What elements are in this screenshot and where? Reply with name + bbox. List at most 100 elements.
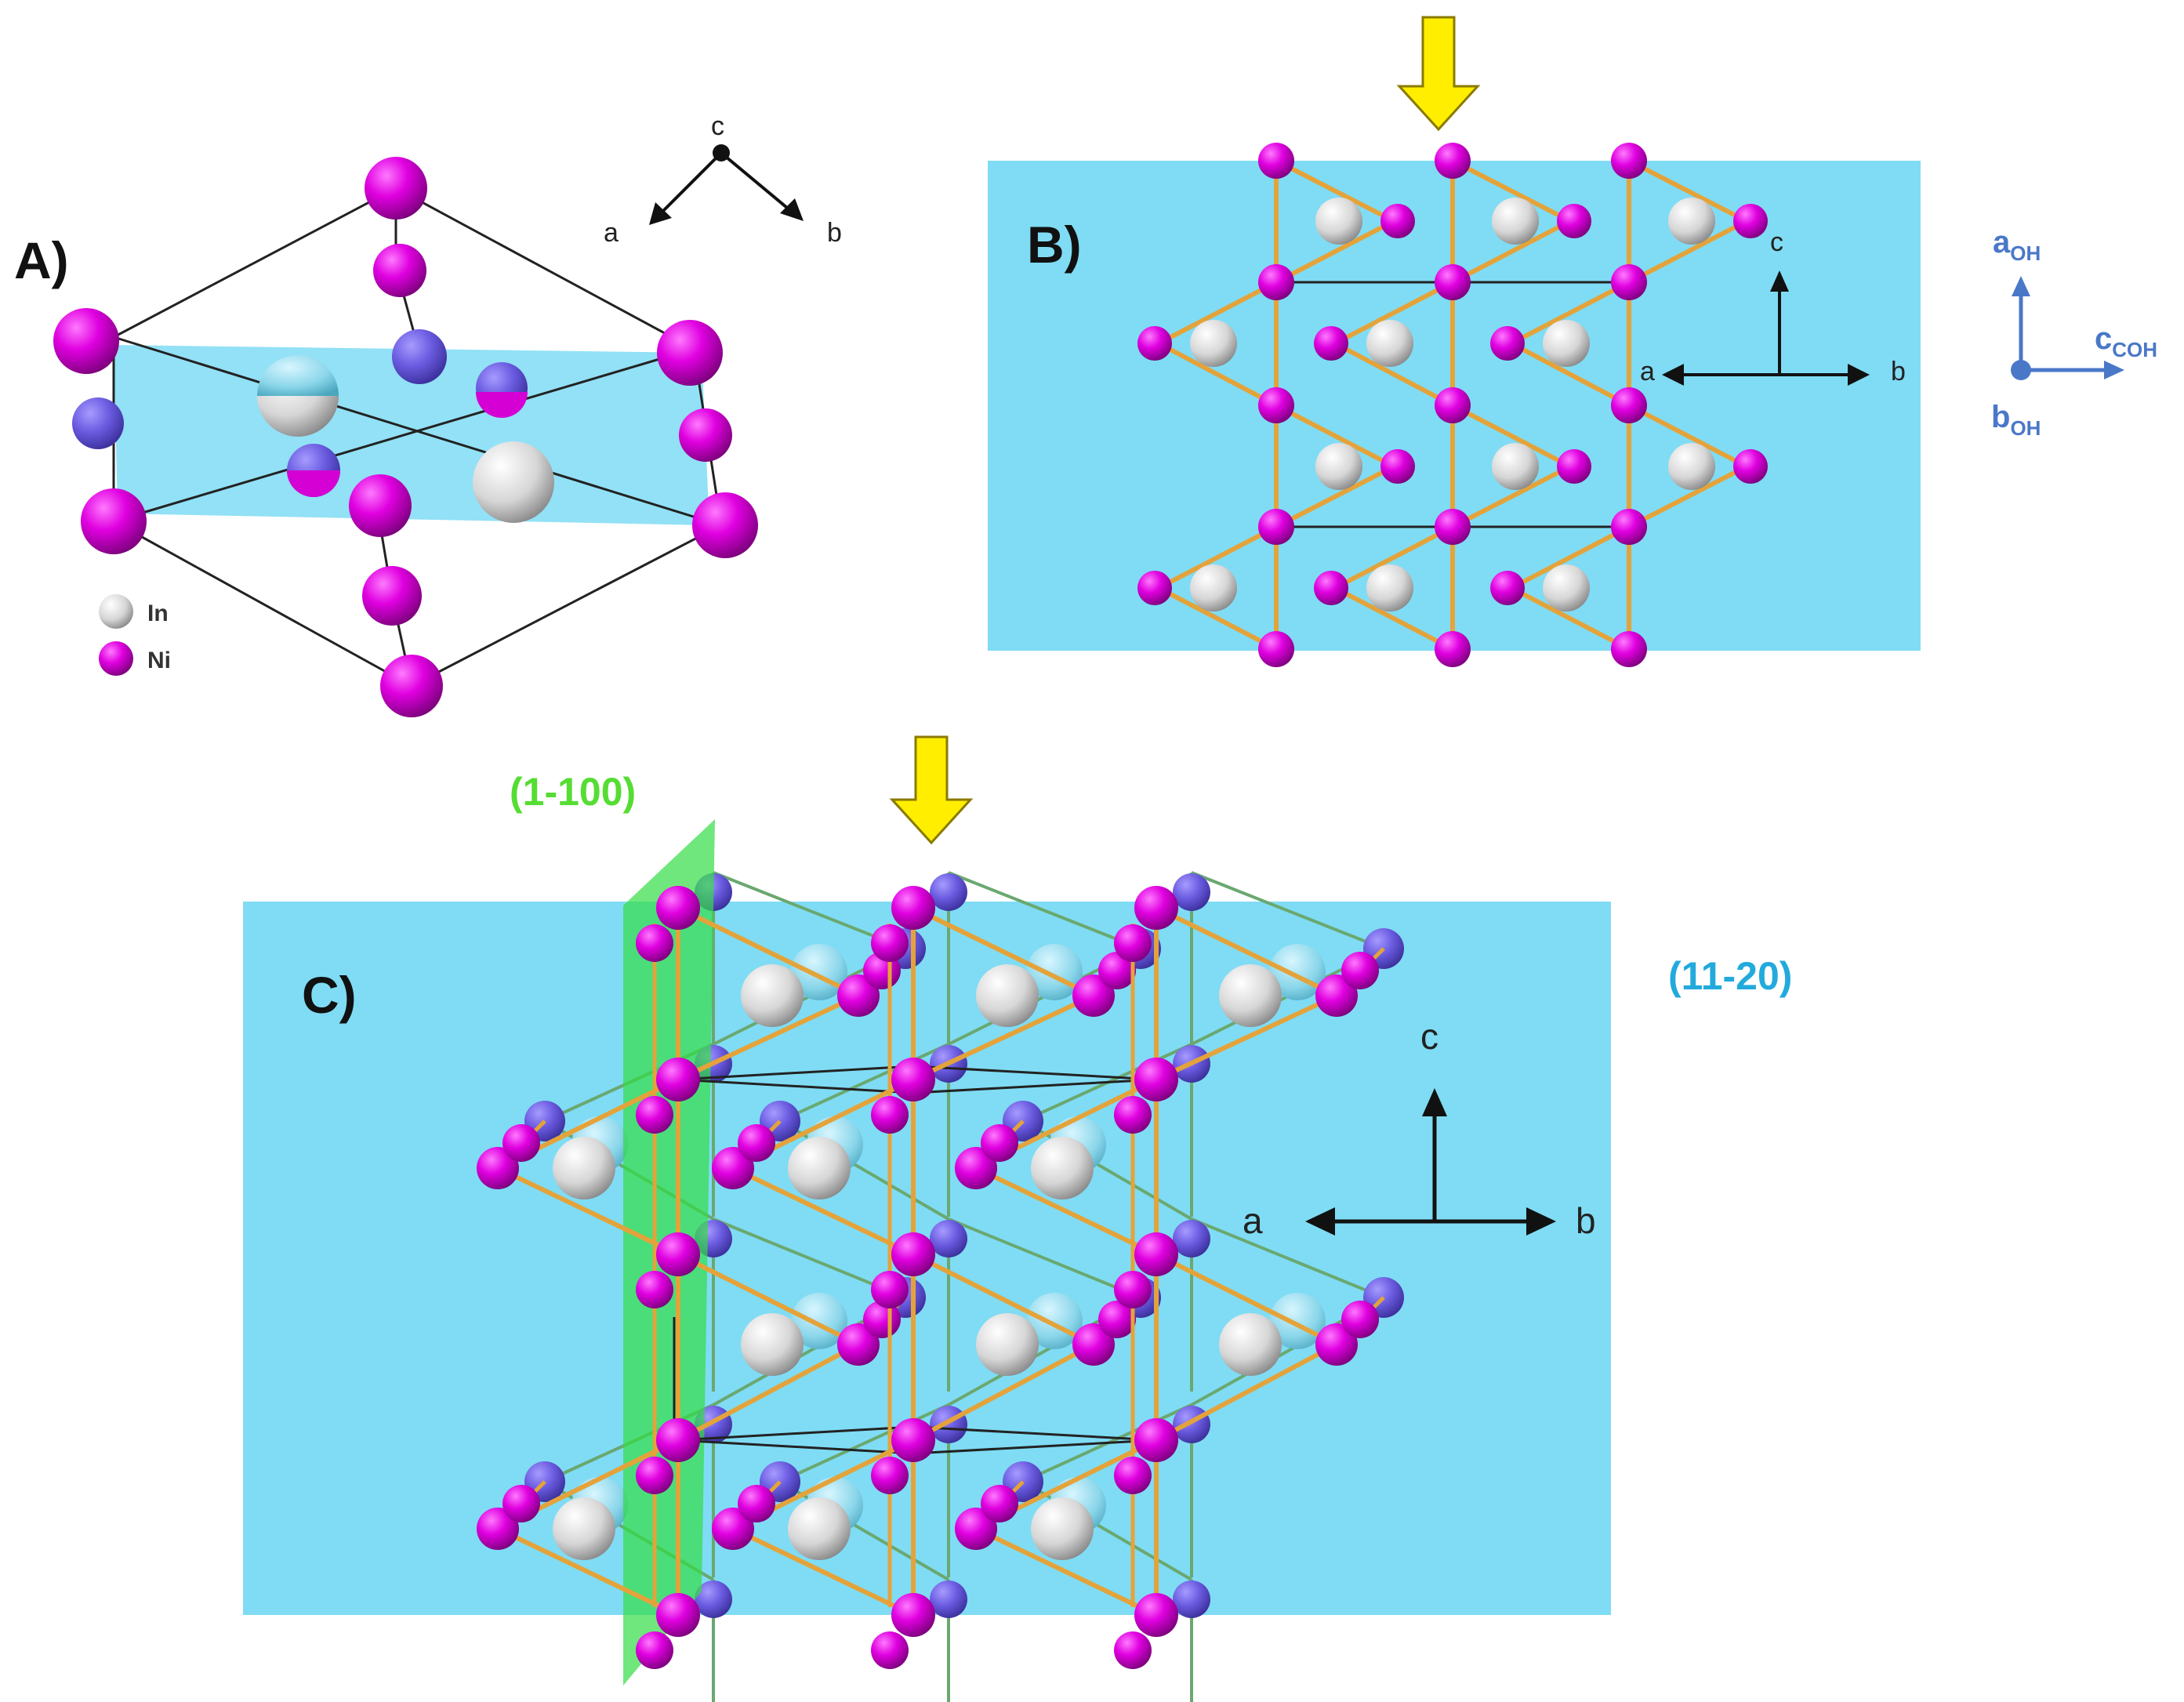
axis-c-label-b: c [1770, 227, 1783, 257]
ni-atom [1258, 509, 1294, 545]
zigzag-bond [1157, 341, 1278, 408]
in-atom-cap [257, 355, 339, 396]
back-bond [948, 1218, 1141, 1299]
yellow-arrow-b [1396, 16, 1481, 132]
ni-atom [692, 492, 758, 558]
ni-atom [1137, 326, 1172, 361]
ni-atom [1134, 1232, 1178, 1276]
zigzag-bond [1627, 219, 1748, 285]
ni-atom [477, 1508, 519, 1550]
ni-atom [871, 1271, 909, 1308]
axes-a [649, 144, 804, 225]
in-atom [1668, 443, 1715, 490]
ni-atom [1435, 631, 1471, 667]
zigzag-bond [974, 1526, 1158, 1617]
ni-atom [1258, 264, 1294, 300]
in-atom [1366, 320, 1413, 367]
ni-atom-back [1173, 873, 1210, 911]
ni-atom-back [1173, 1580, 1210, 1618]
zigzag-bond [731, 1526, 915, 1617]
ni-atom [1314, 326, 1348, 361]
legend-ni-label: Ni [147, 648, 171, 673]
ni-atom [1733, 204, 1768, 238]
ni-atom [656, 1593, 700, 1637]
zigzag-bond [496, 1166, 680, 1257]
in-atom [788, 1497, 851, 1560]
zigzag-bond [731, 1166, 915, 1257]
ni-atom [1114, 1631, 1152, 1669]
legend-a: In Ni [99, 594, 171, 676]
zigzag-bond [1155, 993, 1338, 1082]
ni-atom [656, 886, 700, 930]
panel-c-label: C) [302, 966, 357, 1024]
ni-atom [1315, 974, 1358, 1017]
ni-atom [1611, 387, 1647, 423]
ni-atom [657, 320, 723, 386]
ni-atom [1557, 449, 1591, 484]
ni-atom [891, 1232, 935, 1276]
ni-atom [502, 1485, 540, 1522]
zigzag-bond [1155, 905, 1338, 998]
yellow-arrow-c [889, 735, 974, 845]
ni-atom [712, 1508, 754, 1550]
zigzag-bond [1157, 586, 1278, 651]
back-bond [779, 1403, 949, 1483]
ni-atom [1258, 143, 1294, 179]
zigzag-bond [1333, 280, 1454, 346]
in-atom [1031, 1137, 1094, 1199]
ni-atom [1314, 571, 1348, 605]
back-bond [948, 871, 1141, 950]
oh-b-label: bOH [1991, 400, 2041, 440]
zigzag-bond [1333, 341, 1454, 408]
ni-atom [1114, 924, 1152, 962]
ni-atom [380, 655, 443, 717]
zigzag-bond [677, 1342, 860, 1443]
ni-atom [1114, 1096, 1152, 1134]
ni-atom [891, 1418, 935, 1462]
framework-c-front [477, 886, 1385, 1669]
ni-atom [1611, 631, 1647, 667]
ni-atom-back [930, 873, 967, 911]
ni-atom [1098, 952, 1136, 989]
ni-atom [1611, 509, 1647, 545]
ni-atom-back [695, 1580, 732, 1618]
ni-atom [955, 1147, 997, 1189]
in-atom [1219, 964, 1282, 1027]
ni-atom [1341, 1301, 1379, 1338]
atoms-b [1137, 143, 1768, 667]
ni-atom [636, 924, 673, 962]
ni-atom [1258, 387, 1294, 423]
in-atom [1543, 564, 1590, 611]
ni-atom [891, 886, 935, 930]
axis-a-label-c: a [1243, 1200, 1263, 1241]
ni-atom [891, 1058, 935, 1101]
legend-in-label: In [147, 601, 169, 626]
axis-b-label-c: b [1576, 1200, 1596, 1241]
ni-atom [955, 1508, 997, 1550]
ni-atom [1611, 143, 1647, 179]
in-atom-back [791, 944, 847, 1000]
zigzag-bond [1510, 524, 1631, 590]
ni-atom [871, 1096, 909, 1134]
ni-atom [365, 157, 427, 220]
in-atom [741, 1313, 804, 1376]
ni-atom [636, 1096, 673, 1134]
in-atom [1190, 564, 1237, 611]
zigzag-bond [1333, 524, 1454, 590]
ni-atom [636, 1271, 673, 1308]
ni-atom-back [930, 1580, 967, 1618]
zigzag-bond [1451, 158, 1572, 223]
zigzag-bond [1155, 1342, 1338, 1443]
zigzag-bond [677, 993, 860, 1082]
in-atom [1315, 443, 1362, 490]
back-bond [1191, 1218, 1384, 1299]
zigzag-bond [912, 993, 1095, 1082]
zigzag-bond [1157, 280, 1278, 346]
axes-b [1662, 270, 1870, 386]
zigzag-bond [1155, 1252, 1338, 1347]
ni-atom [1137, 571, 1172, 605]
ni-atom [1611, 264, 1647, 300]
ni-atom-back [1173, 1406, 1210, 1443]
ni-atom [349, 474, 412, 537]
in-atom-back [1026, 944, 1083, 1000]
